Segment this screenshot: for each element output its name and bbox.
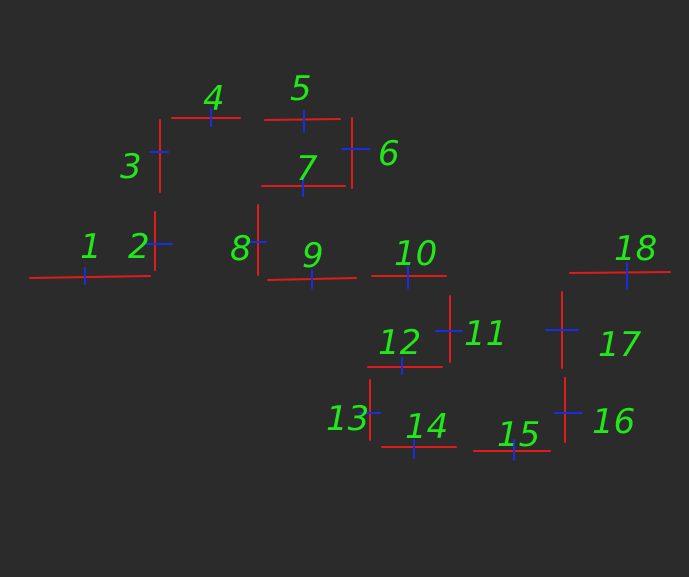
segment-line-5 bbox=[264, 118, 341, 121]
segment-1: 1 bbox=[29, 227, 151, 285]
segment-label-10: 10 bbox=[394, 234, 437, 274]
segment-label-7: 7 bbox=[296, 149, 318, 189]
segment-line-1 bbox=[29, 275, 151, 279]
segment-line-18 bbox=[569, 271, 671, 274]
segment-label-13: 13 bbox=[326, 399, 369, 439]
segment-12: 12 bbox=[367, 323, 443, 375]
segment-10: 10 bbox=[371, 234, 447, 289]
segment-2: 2 bbox=[128, 211, 173, 271]
segment-11: 11 bbox=[435, 295, 507, 363]
segment-9: 9 bbox=[267, 236, 357, 289]
segment-18: 18 bbox=[569, 229, 671, 290]
segment-14: 14 bbox=[381, 407, 457, 459]
segment-13: 13 bbox=[326, 379, 381, 441]
segment-label-12: 12 bbox=[378, 323, 421, 363]
segment-label-4: 4 bbox=[203, 79, 225, 119]
segment-label-5: 5 bbox=[290, 69, 312, 109]
segment-label-17: 17 bbox=[598, 325, 642, 365]
segment-label-8: 8 bbox=[230, 229, 252, 269]
segment-3: 3 bbox=[120, 119, 169, 193]
segment-label-9: 9 bbox=[302, 236, 324, 276]
segment-label-3: 3 bbox=[120, 147, 142, 187]
segment-15: 15 bbox=[473, 415, 551, 461]
segment-16: 16 bbox=[554, 377, 635, 443]
segment-5: 5 bbox=[264, 69, 341, 133]
segment-4: 4 bbox=[171, 79, 241, 127]
segment-8: 8 bbox=[230, 204, 267, 276]
segment-7: 7 bbox=[261, 149, 346, 197]
segment-label-6: 6 bbox=[378, 134, 400, 174]
segment-label-16: 16 bbox=[592, 402, 635, 442]
segment-6: 6 bbox=[341, 117, 400, 189]
segment-17: 17 bbox=[545, 291, 642, 369]
segment-label-2: 2 bbox=[128, 227, 150, 267]
segment-label-15: 15 bbox=[497, 415, 540, 455]
segment-label-11: 11 bbox=[464, 314, 507, 354]
segment-label-1: 1 bbox=[80, 227, 102, 267]
segment-label-14: 14 bbox=[405, 407, 448, 447]
segment-label-18: 18 bbox=[614, 229, 657, 269]
